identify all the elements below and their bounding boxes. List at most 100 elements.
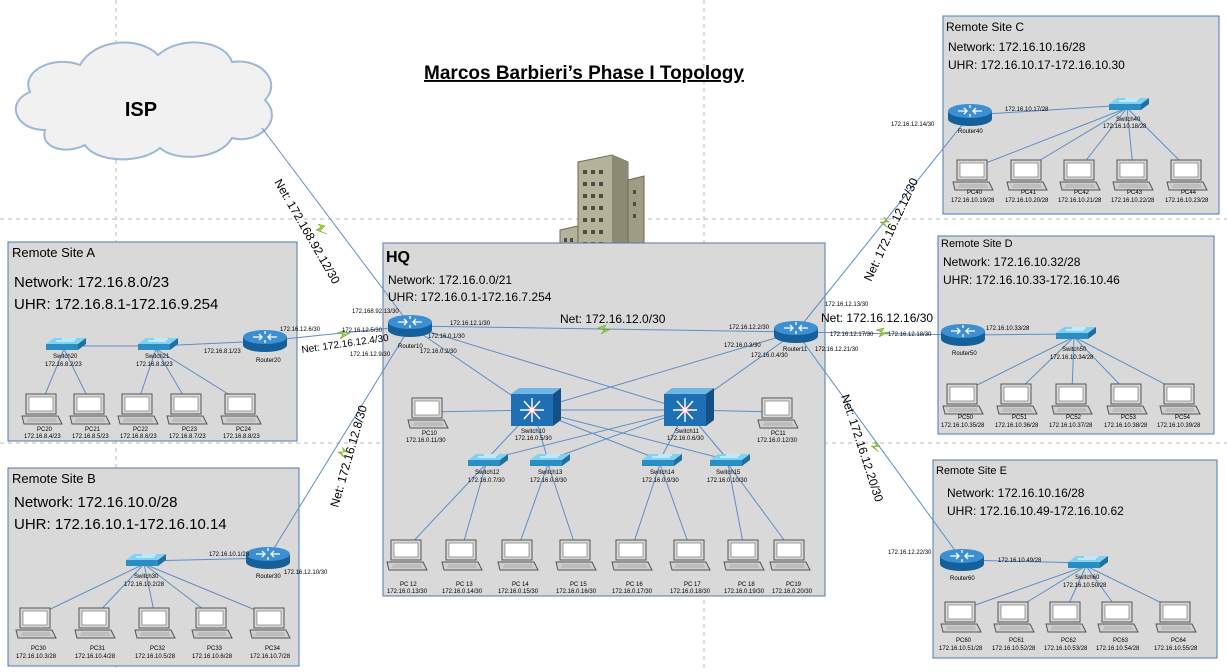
router20-icon[interactable] bbox=[242, 329, 288, 353]
router60-icon[interactable] bbox=[939, 548, 985, 572]
pc54-icon[interactable] bbox=[1159, 383, 1201, 415]
diagram-title: Marcos Barbieri’s Phase I Topology bbox=[424, 63, 744, 84]
router50-icon[interactable] bbox=[940, 323, 986, 347]
pc40-name: PC40 bbox=[967, 190, 983, 196]
pc10-icon[interactable] bbox=[407, 397, 449, 429]
pc32-name: PC32 bbox=[150, 646, 166, 652]
pc15-icon[interactable] bbox=[555, 539, 597, 571]
pc21-ip: 172.16.8.5/23 bbox=[72, 434, 109, 440]
pc53-icon[interactable] bbox=[1106, 383, 1148, 415]
switch14-name: Switch14 bbox=[650, 470, 675, 476]
pc32-icon[interactable] bbox=[134, 607, 176, 639]
router10-icon[interactable] bbox=[387, 314, 433, 338]
pc13-icon[interactable] bbox=[441, 539, 483, 571]
pc18-name: PC 18 bbox=[738, 582, 755, 588]
pc62-name: PC62 bbox=[1061, 638, 1077, 644]
switch14-icon[interactable] bbox=[641, 453, 683, 467]
router11-ip-b: 172.16.0.4/30 bbox=[751, 353, 788, 359]
switch13-icon[interactable] bbox=[529, 453, 571, 467]
pc43-name: PC43 bbox=[1127, 190, 1143, 196]
pc34-icon[interactable] bbox=[249, 607, 291, 639]
pc33-icon[interactable] bbox=[191, 607, 233, 639]
pc16-icon[interactable] bbox=[611, 539, 653, 571]
wan-d-label: Net: 172.16.12.16/30 bbox=[821, 311, 933, 325]
router30-icon[interactable] bbox=[245, 546, 291, 570]
pc17-icon[interactable] bbox=[669, 539, 711, 571]
router11-icon[interactable] bbox=[773, 320, 819, 344]
pc23-icon[interactable] bbox=[166, 393, 208, 425]
pc20-icon[interactable] bbox=[21, 393, 63, 425]
pc14-icon[interactable] bbox=[497, 539, 539, 571]
pc31-icon[interactable] bbox=[74, 607, 116, 639]
pc63-ip: 172.16.10.54/28 bbox=[1096, 646, 1140, 652]
pc63-icon[interactable] bbox=[1097, 601, 1139, 633]
pc52-icon[interactable] bbox=[1051, 383, 1093, 415]
pc51-icon[interactable] bbox=[996, 383, 1038, 415]
pc30-ip: 172.16.10.3/28 bbox=[16, 654, 57, 660]
pc20-name: PC20 bbox=[37, 427, 53, 433]
pc41-ip: 172.16.10.20/28 bbox=[1005, 198, 1049, 204]
pc22-icon[interactable] bbox=[117, 393, 159, 425]
pc12-icon[interactable] bbox=[386, 539, 428, 571]
switch20-name: Switch20 bbox=[53, 354, 78, 360]
router50-ip: 172.16.10.33/28 bbox=[986, 326, 1030, 332]
switch21-icon[interactable] bbox=[137, 337, 179, 351]
pc11-name: PC11 bbox=[771, 431, 786, 437]
switch60-icon[interactable] bbox=[1067, 555, 1109, 569]
pc21-icon[interactable] bbox=[69, 393, 111, 425]
router30-ip: 172.16.10.1/28 bbox=[209, 552, 250, 558]
switch50-icon[interactable] bbox=[1055, 326, 1097, 340]
site-b-name: Remote Site B bbox=[12, 471, 96, 486]
pc16-name: PC 16 bbox=[626, 582, 643, 588]
switch10-icon[interactable] bbox=[510, 387, 562, 427]
pc43-icon[interactable] bbox=[1112, 159, 1154, 191]
pc24-name: PC24 bbox=[236, 427, 252, 433]
pc53-name: PC53 bbox=[1121, 415, 1137, 421]
site-c-uhr: UHR: 172.16.10.17-172.16.10.30 bbox=[948, 58, 1125, 72]
pc11-icon[interactable] bbox=[757, 397, 799, 429]
pc44-icon[interactable] bbox=[1166, 159, 1208, 191]
pc44-name: PC44 bbox=[1181, 190, 1197, 196]
pc62-icon[interactable] bbox=[1045, 601, 1087, 633]
ip-isp-near: 172.168.92.13/30 bbox=[352, 309, 399, 315]
router40-icon[interactable] bbox=[947, 103, 993, 127]
pc60-icon[interactable] bbox=[940, 601, 982, 633]
switch15-icon[interactable] bbox=[709, 453, 751, 467]
pc61-icon[interactable] bbox=[993, 601, 1035, 633]
pc50-icon[interactable] bbox=[942, 383, 984, 415]
pc11-ip: 172.16.0.12/30 bbox=[757, 438, 798, 444]
pc41-icon[interactable] bbox=[1006, 159, 1048, 191]
site-a-network: Network: 172.16.8.0/23 bbox=[14, 274, 169, 291]
isp-cloud: ISP bbox=[14, 41, 273, 161]
pc64-icon[interactable] bbox=[1155, 601, 1197, 633]
switch12-icon[interactable] bbox=[467, 453, 509, 467]
switch11-icon[interactable] bbox=[663, 387, 715, 427]
switch20-icon[interactable] bbox=[45, 337, 87, 351]
switch30-icon[interactable] bbox=[125, 553, 167, 567]
switch13-name: Switch13 bbox=[538, 470, 563, 476]
ip-c-near: 172.16.12.13/30 bbox=[825, 302, 869, 308]
pc24-icon[interactable] bbox=[220, 393, 262, 425]
pc19-name: PC19 bbox=[786, 582, 802, 588]
switch40-icon[interactable] bbox=[1108, 97, 1150, 111]
router10-ip-b: 172.16.0.2/30 bbox=[420, 349, 457, 355]
pc23-name: PC23 bbox=[182, 427, 198, 433]
switch60-ip: 172.16.10.50/28 bbox=[1063, 583, 1107, 589]
pc13-name: PC 13 bbox=[456, 582, 473, 588]
ip-b-near: 172.16.12.9/30 bbox=[350, 352, 391, 358]
pc22-name: PC22 bbox=[133, 427, 149, 433]
pc53-ip: 172.16.10.38/28 bbox=[1104, 423, 1148, 429]
pc42-icon[interactable] bbox=[1059, 159, 1101, 191]
router11-name: Router11 bbox=[783, 347, 808, 353]
pc30-icon[interactable] bbox=[15, 607, 57, 639]
pc18-icon[interactable] bbox=[723, 539, 765, 571]
site-b-uhr: UHR: 172.16.10.1-172.16.10.14 bbox=[14, 516, 227, 533]
pc19-icon[interactable] bbox=[769, 539, 811, 571]
pc40-icon[interactable] bbox=[952, 159, 994, 191]
switch50-ip: 172.16.10.34/28 bbox=[1050, 355, 1094, 361]
site-d-network: Network: 172.16.10.32/28 bbox=[943, 255, 1081, 269]
pc64-ip: 172.16.10.55/28 bbox=[1154, 646, 1198, 652]
pc52-name: PC52 bbox=[1066, 415, 1082, 421]
pc42-ip: 172.16.10.21/28 bbox=[1058, 198, 1102, 204]
switch14-ip: 172.16.0.9/30 bbox=[642, 478, 679, 484]
